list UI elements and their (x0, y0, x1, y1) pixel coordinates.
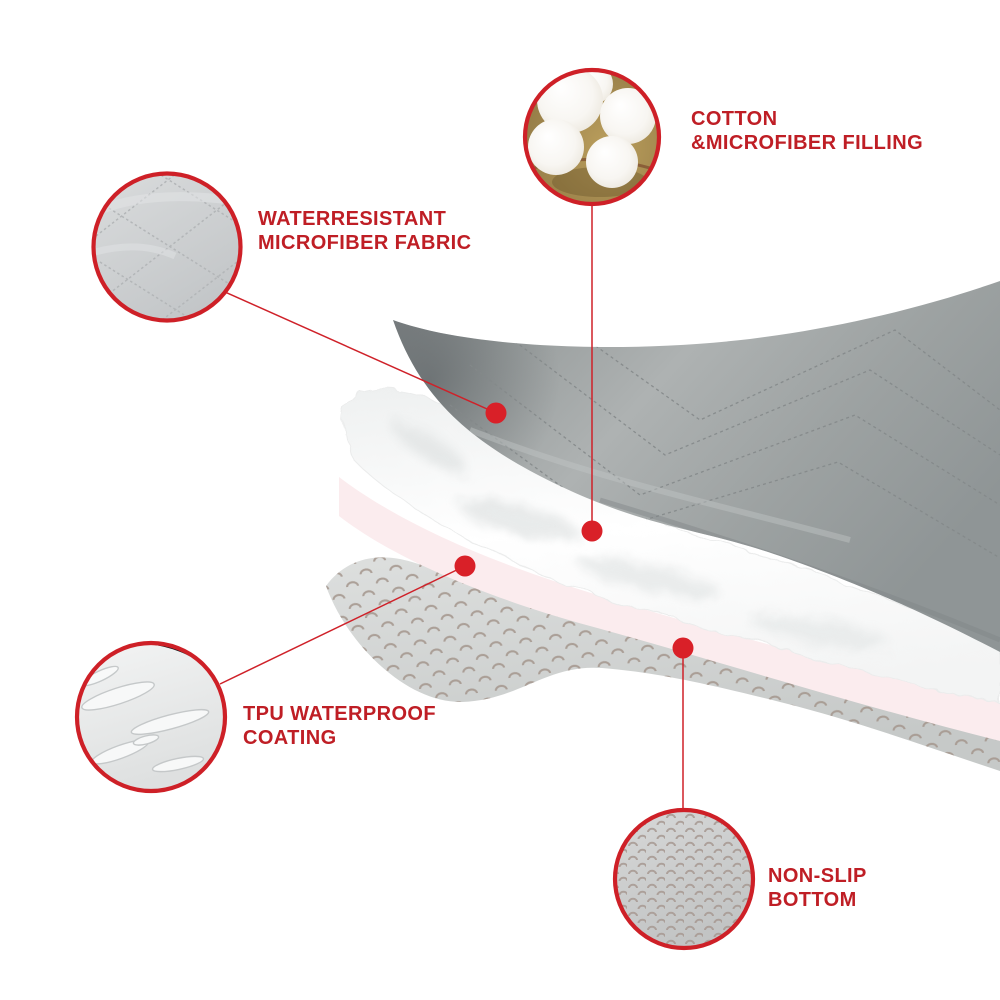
label-line: BOTTOM (768, 889, 857, 911)
red-ring (522, 67, 662, 207)
label-non-slip-bottom: NON-SLIP BOTTOM (768, 864, 867, 912)
filling-layer (343, 387, 1000, 705)
non-slip-bottom-layer (326, 557, 1000, 771)
label-line: COTTON (691, 108, 778, 130)
label-line: &MICROFIBER FILLING (691, 132, 924, 154)
fabric-swatch-image (91, 171, 243, 323)
callout-dot-fabric (485, 402, 507, 424)
callout-connectors (219, 206, 684, 810)
callout-line-tpu (219, 565, 466, 685)
cotton-swatch-image (522, 67, 662, 207)
label-line: WATERRESISTANT (258, 208, 447, 230)
callout-dot-nonslip (672, 637, 694, 659)
callout-dot-tpu (454, 555, 476, 577)
red-ring (612, 807, 756, 951)
red-ring (74, 640, 228, 794)
tpu-coating-layer (339, 477, 1000, 741)
non-slip-swatch-image (612, 807, 756, 951)
callout-dots (454, 402, 694, 659)
label-microfiber-fabric: WATERRESISTANT MICROFIBER FABRIC (258, 207, 471, 255)
label-cotton-filling: COTTON &MICROFIBER FILLING (691, 107, 923, 155)
label-line: MICROFIBER FABRIC (258, 232, 472, 254)
label-line: TPU WATERPROOF (243, 703, 437, 725)
red-ring (91, 171, 243, 323)
callout-line-fabric (224, 291, 497, 414)
label-line: COATING (243, 727, 337, 749)
label-tpu-coating: TPU WATERPROOF COATING (243, 702, 436, 750)
water-swatch-image (74, 640, 228, 794)
label-line: NON-SLIP (768, 865, 867, 887)
callout-dot-cotton (581, 520, 603, 542)
